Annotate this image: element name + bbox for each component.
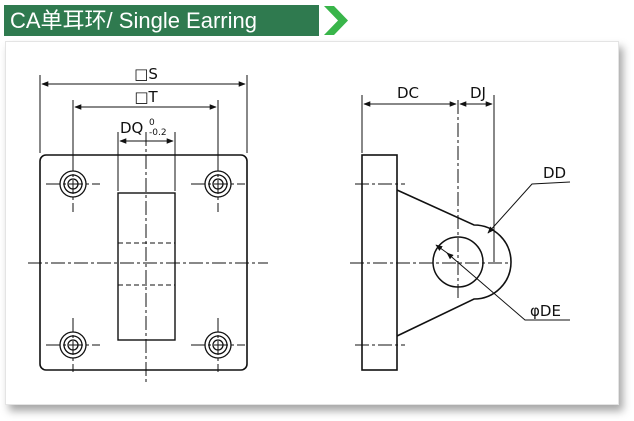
dim-label-t: □T <box>134 88 158 106</box>
dim-label-s: □S <box>134 65 158 83</box>
leader-dd <box>487 181 571 234</box>
side-view <box>350 95 571 371</box>
extension-lines <box>39 75 248 191</box>
dim-label-dd: DD <box>543 164 566 182</box>
side-center-lines <box>350 100 508 346</box>
dim-label-de: φDE <box>530 302 561 320</box>
leader-de <box>446 252 570 321</box>
drawing-frame <box>5 41 619 405</box>
chevron-right-icon <box>324 6 348 35</box>
front-view <box>28 75 268 385</box>
ear-profile <box>396 189 512 337</box>
dim-label-dq: DQ <box>120 119 143 137</box>
dim-label-dj: DJ <box>470 84 486 102</box>
dim-label-dq-tol-lower: -0.2 <box>149 128 167 138</box>
center-lines <box>28 132 268 385</box>
dim-label-dc: DC <box>397 84 419 102</box>
dim-label-dq-tol-upper: 0 <box>149 118 155 128</box>
side-extension-lines <box>361 95 495 262</box>
page-title: CA单耳环/ Single Earring <box>4 5 319 36</box>
